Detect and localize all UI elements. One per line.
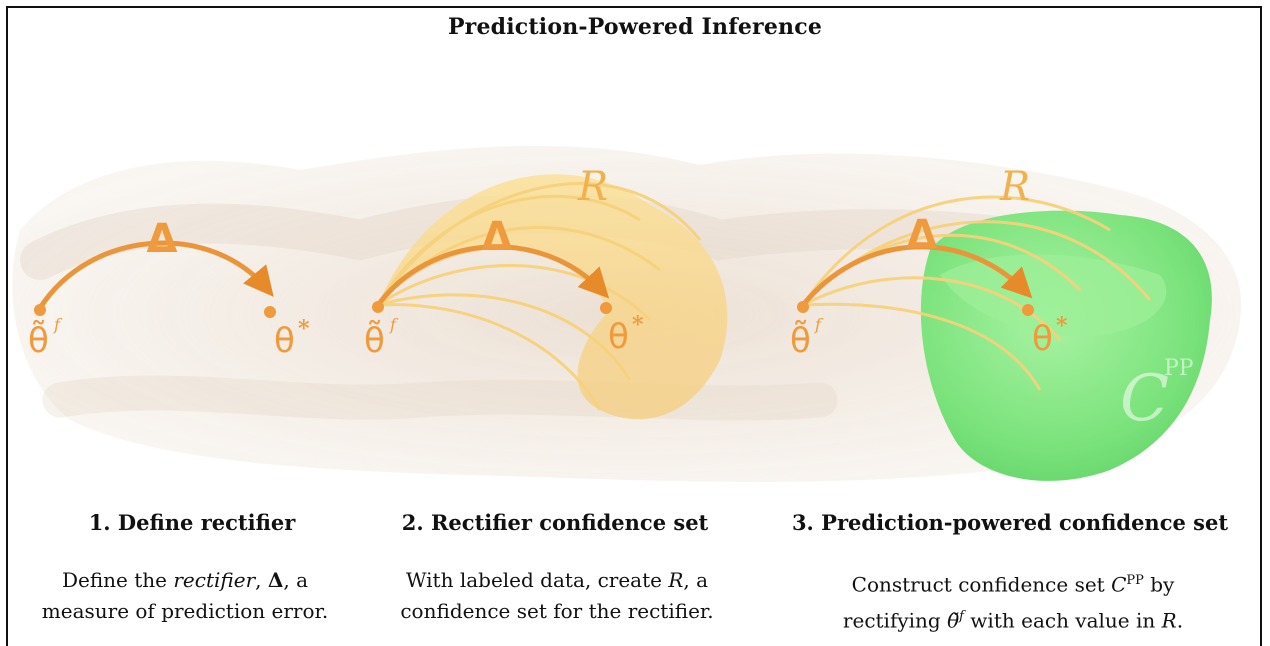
panel-1-diagram: Δ θ̃ f θ * (28, 216, 310, 361)
theta-f-sup-2: f (389, 315, 399, 334)
theta-f-label-2: θ̃ (364, 319, 385, 361)
step-1-title: 1. Define rectifier (88, 510, 296, 535)
theta-star-sup: * (298, 316, 310, 342)
step-3-description: Construct confidence set CPP by rectifyi… (768, 565, 1258, 636)
step-3-title: 3. Prediction-powered confidence set (791, 510, 1229, 535)
step-1-desc-mid: , (255, 568, 268, 592)
theta-star-dot (264, 306, 276, 318)
cpp-rim (940, 254, 1167, 337)
theta-star-sup-3: * (1056, 313, 1068, 339)
rectifier-arrow-2 (375, 244, 610, 307)
step-1-desc-line2: measure of prediction error. (41, 599, 329, 623)
theta-f-label-3: θ̃ (790, 319, 811, 361)
theta-star-label-3: θ (1032, 319, 1053, 359)
illustration: Δ θ̃ f θ * Δ R θ̃ f θ * (12, 145, 1242, 482)
step-3-desc-line2-pre: rectifying (842, 608, 948, 633)
rect-set-label-3: R (999, 164, 1030, 210)
delta-label-3: Δ (907, 212, 938, 258)
rectifier-arrow-3 (801, 244, 1033, 307)
panel-2-diagram: Δ R θ̃ f θ * (364, 164, 728, 420)
theta-star-label-2: θ (608, 317, 629, 357)
step-1-description: Define the rectifier, Δ, a measure of pr… (5, 565, 365, 627)
step-1-desc-post: , a (283, 568, 309, 592)
step-1-desc-rectifier: rectifier (173, 568, 256, 592)
theta-f-dot (34, 304, 46, 316)
theta-star-sup-2: * (632, 312, 644, 338)
theta-f-label: θ̃ (28, 319, 49, 361)
theta-f-sup-3: f (814, 315, 824, 334)
step-2-desc-rect-symbol: R (668, 568, 684, 592)
theta-star-dot-2 (600, 302, 612, 314)
step-2-desc-line2: confidence set for the rectifier. (400, 599, 714, 623)
step-3-desc-rect-symbol: R (1161, 608, 1177, 633)
step-2-desc-post: , a (683, 568, 709, 592)
theta-star-label: θ (274, 321, 295, 361)
rectifier-set-region (378, 174, 728, 420)
figure-frame (6, 6, 1262, 646)
rect-set-label-2: R (577, 164, 608, 210)
delta-label: Δ (147, 216, 178, 262)
step-2-description: With labeled data, create R, a confidenc… (352, 565, 762, 627)
rectifier-arrow (37, 240, 274, 310)
rectifier-arrows (376, 182, 702, 411)
theta-f-sup: f (53, 315, 63, 334)
step-3-desc-pre: Construct confidence set (851, 572, 1112, 597)
step-3-desc-line2-mid: with each value in (963, 608, 1162, 633)
step-1-desc-pre: Define the (61, 568, 174, 592)
delta-label-2: Δ (482, 214, 513, 260)
cpp-label-sup: PP (1164, 356, 1194, 381)
step-3-desc-theta-f-sup: f (959, 608, 964, 624)
theta-star-dot-3 (1022, 304, 1034, 316)
step-3-desc-cpp-sup: PP (1126, 573, 1144, 588)
step-2-title: 2. Rectifier confidence set (401, 510, 709, 535)
cpp-label: C (1120, 362, 1169, 436)
step-3-desc-theta-f: θ̃ (947, 608, 960, 633)
step-3-desc-post: by (1143, 572, 1175, 597)
panel-3-diagram: Δ R θ̃ f θ * C PP (790, 164, 1212, 481)
step-3-desc-cpp-symbol: C (1111, 572, 1127, 597)
theta-f-dot-2 (372, 301, 384, 313)
step-2-desc-pre: With labeled data, create (405, 568, 669, 592)
step-1-desc-delta: Δ (267, 568, 284, 592)
theta-f-dot-3 (797, 301, 809, 313)
step-3-desc-line2-post: . (1176, 608, 1184, 633)
figure-title: Prediction-Powered Inference (447, 14, 823, 40)
